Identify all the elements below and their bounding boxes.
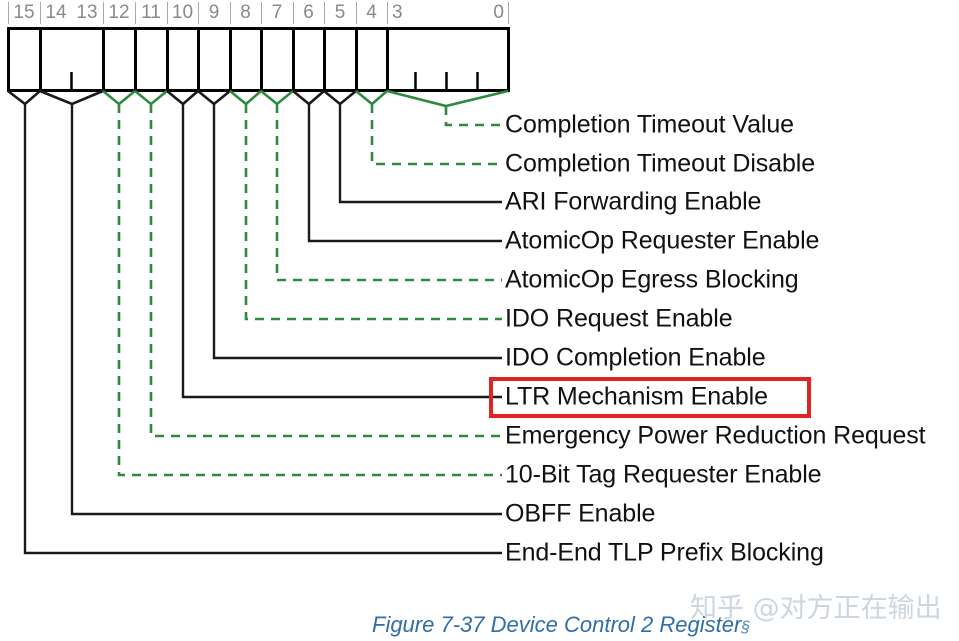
- bit-index-8: 8: [240, 2, 251, 23]
- bit-index-14: 14: [45, 2, 67, 23]
- leader-emergency-power-reduction-request: [149, 104, 502, 438]
- bit-index-5: 5: [334, 2, 346, 23]
- highlight-box-ltr-mechanism-enable: [489, 377, 811, 418]
- figure-caption-marker: §: [741, 619, 751, 636]
- bracket-bit-5: [323, 89, 357, 106]
- bracket-bits-3-0: [386, 89, 509, 108]
- leader-ltr-mechanism-enable: [181, 104, 502, 399]
- bit-index-15: 15: [13, 2, 35, 23]
- field-label-atomicop-requester-enable: AtomicOp Requester Enable: [505, 226, 820, 255]
- header-separator: [387, 2, 388, 24]
- leader-ido-request-enable: [244, 104, 502, 321]
- bit-index-9: 9: [208, 2, 220, 23]
- field-label-obff-enable: OBFF Enable: [505, 499, 656, 528]
- bit-index-4: 4: [366, 2, 377, 23]
- leader-completion-timeout-value: [444, 106, 502, 127]
- leader-obff-enable: [70, 104, 502, 516]
- leader-completion-timeout-disable: [370, 104, 502, 166]
- bit-index-10: 10: [171, 2, 194, 23]
- header-separator: [167, 2, 168, 24]
- bracket-bit-8: [229, 89, 262, 106]
- field-label-ari-forwarding-enable: ARI Forwarding Enable: [505, 187, 762, 216]
- leader-atomicop-egress-blocking: [275, 104, 502, 282]
- bracket-bit-4: [355, 89, 388, 106]
- field-label-ltr-mechanism-enable: LTR Mechanism Enable: [505, 382, 768, 411]
- field-label-end-end-tlp-prefix-blocking: End-End TLP Prefix Blocking: [505, 538, 824, 567]
- header-separator: [8, 2, 9, 24]
- field-label-ten-bit-tag-requester-enable: 10-Bit Tag Requester Enable: [505, 460, 822, 489]
- header-separator: [324, 2, 325, 24]
- bit-index-header: 15 14 13 12 11 10 9 8 7 6 5 4 3 0: [0, 0, 520, 26]
- leader-ido-completion-enable: [212, 104, 502, 360]
- header-separator: [103, 2, 104, 24]
- field-label-ido-request-enable: IDO Request Enable: [505, 304, 733, 333]
- bracket-bit-15: [7, 89, 41, 106]
- bracket-bit-10: [166, 89, 199, 106]
- bracket-bit-11: [134, 89, 168, 106]
- header-separator: [135, 2, 136, 24]
- bracket-bit-12: [102, 89, 136, 106]
- figure-caption-text: Figure 7-37 Device Control 2 Register: [372, 612, 742, 637]
- header-separator: [40, 2, 41, 24]
- bit-index-13: 13: [76, 2, 98, 23]
- register-box: [7, 27, 510, 92]
- bit-index-0: 0: [493, 2, 504, 23]
- field-label-completion-timeout-disable: Completion Timeout Disable: [505, 149, 816, 178]
- leader-ten-bit-tag-requester-enable: [117, 104, 502, 477]
- bracket-bit-6: [292, 89, 325, 106]
- field-label-ido-completion-enable: IDO Completion Enable: [505, 343, 766, 372]
- field-brackets: [7, 89, 509, 108]
- leader-atomicop-requester-enable: [307, 104, 502, 243]
- bit-index-7: 7: [271, 2, 283, 23]
- field-label-atomicop-egress-blocking: AtomicOp Egress Blocking: [505, 265, 799, 294]
- header-separator: [508, 2, 509, 24]
- header-separator: [198, 2, 199, 24]
- bit-index-11: 11: [141, 2, 161, 23]
- header-separator: [293, 2, 294, 24]
- field-label-emergency-power-reduction-request: Emergency Power Reduction Request: [505, 421, 926, 450]
- bracket-bits-14-13: [39, 89, 104, 106]
- bit-index-3: 3: [392, 2, 403, 23]
- leader-end-end-tlp-prefix-blocking: [23, 104, 502, 555]
- header-separator: [230, 2, 231, 24]
- bracket-bit-9: [197, 89, 231, 106]
- bracket-bit-7: [260, 89, 294, 106]
- bit-index-12: 12: [108, 2, 130, 23]
- field-label-completion-timeout-value: Completion Timeout Value: [505, 110, 794, 139]
- header-separator: [356, 2, 357, 24]
- figure-caption: Figure 7-37 Device Control 2 Register§: [372, 612, 750, 638]
- leader-ari-forwarding-enable: [338, 104, 502, 204]
- bit-index-6: 6: [303, 2, 314, 23]
- header-separator: [261, 2, 262, 24]
